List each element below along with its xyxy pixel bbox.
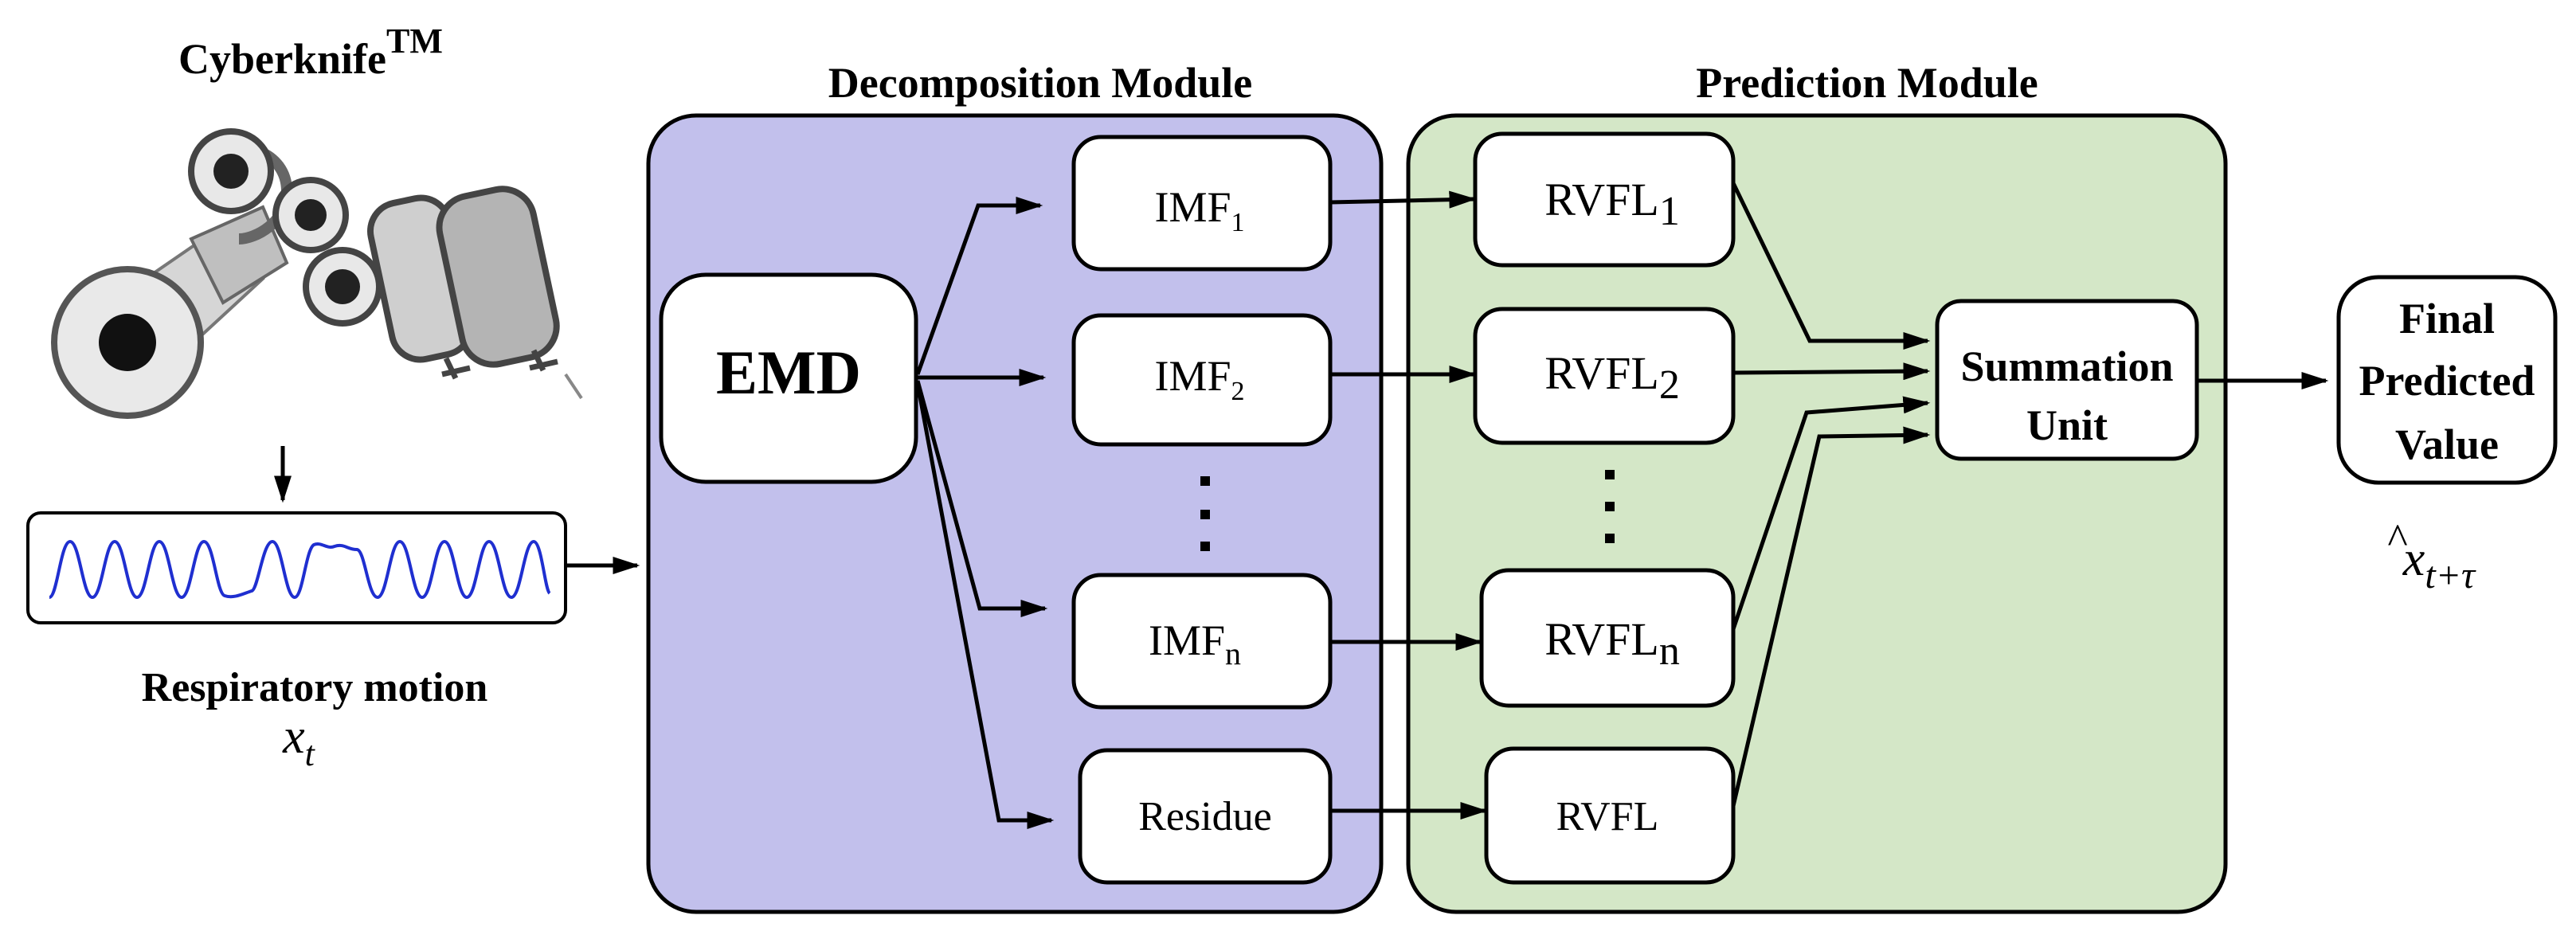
signal-var-base: x [282, 710, 305, 764]
decomposition-module-title: Decomposition Module [828, 59, 1253, 107]
final-line1: Final [2399, 295, 2495, 342]
summation-line2: Unit [2026, 401, 2108, 449]
emd-fanout-arrows [915, 197, 1055, 829]
imf-2-box [1071, 313, 1333, 447]
rvfl-2-label: RVFL2 [1544, 347, 1680, 408]
rvfl-ellipsis [1605, 470, 1615, 543]
prediction-module-title: Prediction Module [1696, 59, 2038, 107]
final-var: xt+τ [2402, 532, 2476, 597]
rvfl-2-base: RVFL [1544, 347, 1659, 399]
emd-box [659, 272, 918, 484]
arrow-emd-to-imf1 [915, 197, 1043, 375]
rvfl-2-sub: 2 [1659, 362, 1680, 408]
rvfl-1-sub: 1 [1659, 189, 1680, 234]
rvfl-1-base: RVFL [1544, 174, 1659, 225]
arrow-emd-to-imfn [915, 380, 1048, 617]
imf-1-base: IMF [1154, 183, 1231, 231]
signal-var: xt [282, 710, 316, 773]
rvfl-to-summation-arrows [1731, 182, 1931, 807]
imf-2-label: IMF2 [1154, 352, 1244, 406]
signal-label: Respiratory motion [142, 665, 488, 710]
signal-var-sub: t [305, 734, 316, 773]
imf-n-base: IMF [1149, 616, 1225, 664]
robot-title: CyberknifeTM [178, 22, 443, 83]
imf-to-rvfl-arrows [1329, 190, 1488, 820]
arrow-rvfl1-to-sum [1731, 182, 1931, 350]
imf-ellipsis [1200, 476, 1210, 551]
final-line3: Value [2395, 421, 2499, 468]
imf-1-sub: 1 [1231, 208, 1245, 237]
residue-box [1078, 748, 1333, 885]
rvfl-n-base: RVFL [1544, 613, 1659, 665]
arrow-rvfl2-to-sum [1732, 362, 1931, 381]
arrow-emd-to-residue [915, 383, 1055, 829]
residue-label: Residue [1138, 794, 1272, 839]
summation-unit-box [1935, 299, 2199, 461]
waveform-icon [48, 539, 551, 600]
rvfl-1-label: RVFL1 [1544, 174, 1680, 234]
final-line2: Predicted [2359, 357, 2535, 405]
signal-box [26, 511, 567, 624]
imf-1-label: IMF1 [1154, 183, 1244, 237]
rvfl-n-sub: n [1659, 628, 1680, 674]
final-var-hat: ^ [2387, 515, 2407, 563]
robot-title-text: Cyberknife [178, 35, 386, 83]
imf-1-box [1071, 135, 1333, 272]
arrow-rvfllast-to-sum [1731, 426, 1931, 807]
arrow-imf1-to-rvfl1 [1329, 190, 1477, 209]
emd-label: EMD [716, 338, 861, 407]
robot-title-sup: TM [386, 22, 443, 61]
rvfl-last-label: RVFL [1556, 794, 1659, 839]
final-value-box [2336, 275, 2558, 485]
imf-n-sub: n [1225, 636, 1241, 671]
final-var-base: x [2402, 532, 2425, 586]
arrow-rvfln-to-sum [1731, 396, 1931, 630]
imf-n-label: IMFn [1149, 616, 1241, 671]
imf-2-sub: 2 [1231, 377, 1245, 406]
summation-line1: Summation [1960, 342, 2173, 390]
imf-2-base: IMF [1154, 352, 1231, 400]
final-var-sub: t+τ [2425, 554, 2476, 597]
rvfl-n-label: RVFLn [1544, 613, 1680, 674]
robot-arm-icon [51, 128, 583, 419]
